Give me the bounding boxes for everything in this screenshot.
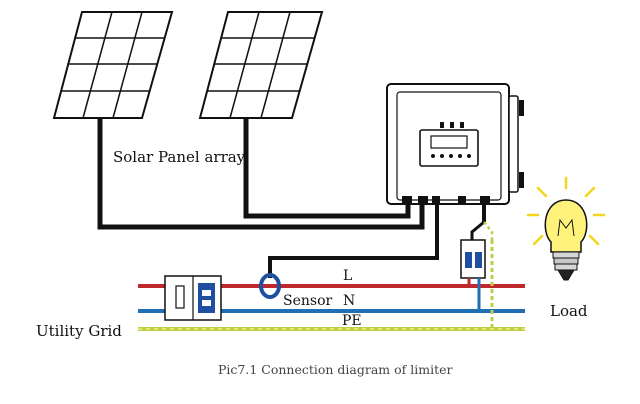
inverter bbox=[386, 83, 524, 205]
grid-breaker bbox=[164, 275, 222, 321]
line-pe-label: PE bbox=[342, 313, 362, 329]
solar-panel-array-label: Solar Panel array bbox=[113, 148, 246, 166]
lightbulb-icon bbox=[526, 176, 606, 281]
solar-panel-left bbox=[52, 11, 174, 119]
dc-cables bbox=[97, 118, 425, 230]
utility-grid-label: Utility Grid bbox=[36, 322, 122, 340]
sensor-cable bbox=[268, 204, 439, 278]
inverter-breaker bbox=[460, 220, 494, 311]
sensor-label: Sensor bbox=[283, 293, 333, 309]
line-l-label: L bbox=[343, 268, 352, 284]
solar-panel-right bbox=[198, 11, 324, 119]
line-n-label: N bbox=[343, 293, 355, 309]
load-label: Load bbox=[550, 302, 588, 320]
ct-sensor bbox=[259, 273, 281, 299]
figure-caption: Pic7.1 Connection diagram of limiter bbox=[218, 362, 453, 377]
